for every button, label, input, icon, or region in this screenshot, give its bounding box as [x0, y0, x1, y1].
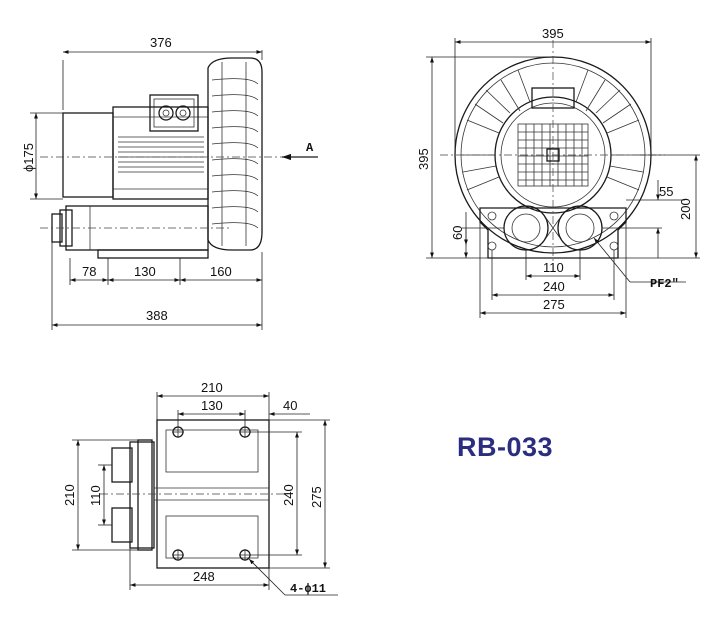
dim-395-height: 395 — [416, 148, 431, 170]
dim-110-left: 110 — [88, 485, 103, 506]
housing-ribs — [211, 62, 259, 246]
radial-ribs — [461, 69, 645, 191]
model-title: RB-033 — [457, 432, 554, 462]
dim-130: 130 — [134, 264, 156, 279]
dim-275: 275 — [543, 297, 565, 312]
dim-60: 60 — [450, 226, 465, 240]
dim-248: 248 — [193, 569, 215, 584]
front-view: 395 395 60 55 200 110 240 — [416, 26, 700, 318]
dim-210-top: 210 — [201, 380, 223, 395]
dim-275-right: 275 — [309, 486, 324, 508]
dim-40: 40 — [283, 398, 297, 413]
bottom-view: 210 130 40 248 210 110 240 275 — [62, 380, 338, 596]
side-view: A 376 ϕ175 78 130 160 388 — [21, 35, 318, 330]
dim-376: 376 — [150, 35, 172, 50]
dim-78: 78 — [82, 264, 96, 279]
dim-55: 55 — [659, 184, 673, 199]
dim-110: 110 — [543, 260, 564, 275]
dim-160: 160 — [210, 264, 232, 279]
dim-phi175: ϕ175 — [21, 143, 36, 172]
port-thread-label: PF2" — [650, 277, 679, 291]
dim-388: 388 — [146, 308, 168, 323]
motor-fins — [118, 136, 204, 173]
dim-395-width: 395 — [542, 26, 564, 41]
dim-130-bottom: 130 — [201, 398, 223, 413]
dim-210-left: 210 — [62, 484, 77, 506]
dim-200: 200 — [678, 198, 693, 220]
dim-240-right: 240 — [281, 484, 296, 506]
view-a-label: A — [306, 141, 314, 155]
holes-label: 4-ϕ11 — [290, 582, 326, 596]
dim-240: 240 — [543, 279, 565, 294]
